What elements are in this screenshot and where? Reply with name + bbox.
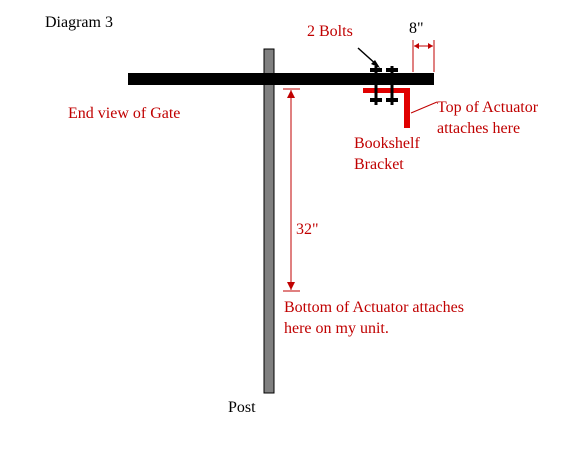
actuator-top-label-line2: attaches here [437,120,521,137]
actuator-bottom-label-line2: here on my unit. [284,320,389,337]
bracket-horizontal [363,88,410,93]
bolt-right [386,66,398,105]
bracket-label-line1: Bookshelf [354,135,420,152]
offset-label: 8" [409,20,424,37]
height-label: 32" [296,221,319,238]
bracket-label-line2: Bracket [354,156,404,173]
bolts-label: 2 Bolts [307,23,353,40]
post [263,48,275,394]
post-label: Post [228,399,256,416]
gate-beam [128,73,434,85]
gate-label: End view of Gate [68,105,181,122]
actuator-top-label-line1: Top of Actuator [437,99,539,116]
bracket-vertical [404,91,410,128]
bolt-left [370,66,382,105]
diagram-title: Diagram 3 [45,14,113,31]
actuator-top-leader [410,101,438,114]
height-dimension [283,88,300,292]
actuator-bottom-label-line1: Bottom of Actuator attaches [284,299,464,316]
offset-dimension [412,40,435,72]
bolts-arrow [357,47,380,68]
